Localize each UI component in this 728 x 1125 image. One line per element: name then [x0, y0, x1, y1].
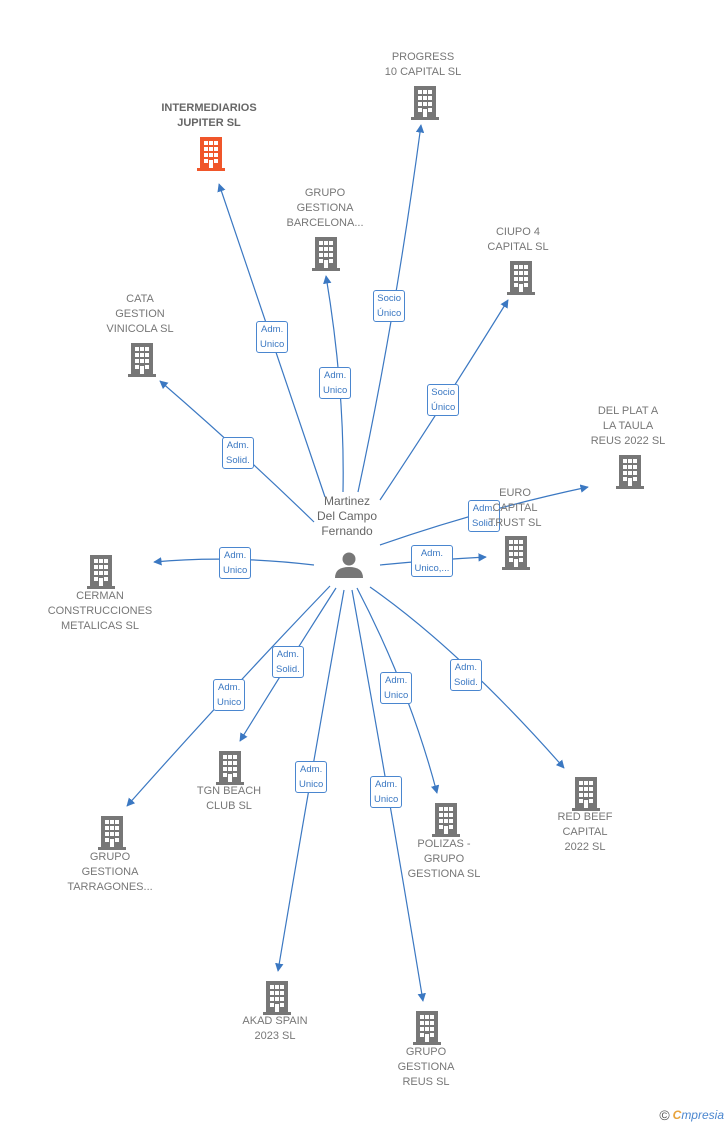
node-label-akad[interactable]: AKAD SPAIN 2023 SL [242, 1015, 308, 1042]
node-label-delplat[interactable]: DEL PLAT A LA TAULA REUS 2022 SL [590, 405, 666, 447]
node-label-ciupo[interactable]: CIUPO 4 CAPITAL SL [487, 226, 549, 253]
edge-label-redbeef[interactable]: Adm. Solid. [450, 659, 482, 691]
building-icon-grupo-tarragones[interactable] [98, 816, 126, 850]
building-icon-cerman[interactable] [87, 555, 115, 589]
node-label-grupo-tarragones[interactable]: GRUPO GESTIONA TARRAGONES... [67, 851, 153, 893]
building-icon-polizas[interactable] [432, 803, 460, 837]
building-icon-intermediarios[interactable] [197, 137, 225, 171]
building-icon-tgn[interactable] [216, 751, 244, 785]
edge-label-ciupo[interactable]: Socio Único [427, 384, 460, 416]
node-label-cata[interactable]: CATA GESTION VINICOLA SL [106, 293, 174, 335]
node-label-cerman[interactable]: CERMAN CONSTRUCCIONES METALICAS SL [47, 590, 153, 632]
node-label-polizas[interactable]: POLIZAS - GRUPO GESTIONA SL [407, 838, 481, 880]
edge-label-intermediarios[interactable]: Adm. Unico [256, 321, 289, 353]
node-label-intermediarios[interactable]: INTERMEDIARIOS JUPITER SL [161, 102, 257, 129]
edge-label-tgn[interactable]: Adm. Solid. [272, 646, 304, 678]
copyright-symbol: © [659, 1107, 670, 1123]
brand-logo[interactable]: Cmpresia [672, 1108, 724, 1122]
edge-label-polizas[interactable]: Adm. Unico [380, 672, 413, 704]
edge-label-euro[interactable]: Adm. Unico,... [410, 545, 454, 577]
building-icon-euro[interactable] [502, 536, 530, 570]
edge-label-cerman[interactable]: Adm. Unico [219, 547, 252, 579]
person-icon[interactable] [335, 552, 363, 579]
footer-brand: © Cmpresia [659, 1107, 724, 1123]
building-icon-grupo-barcelona[interactable] [312, 237, 340, 271]
center-person-name[interactable]: Martinez Del Campo Fernando [316, 494, 378, 538]
building-icon-delplat[interactable] [616, 455, 644, 489]
edge-label-delplat[interactable]: Adm. Solid. [468, 500, 500, 532]
building-icon-akad[interactable] [263, 981, 291, 1015]
node-label-tgn[interactable]: TGN BEACH CLUB SL [196, 785, 262, 812]
edge-label-grupo-barcelona[interactable]: Adm. Unico [319, 367, 352, 399]
building-icon-grupo-reus[interactable] [413, 1011, 441, 1045]
node-label-progress[interactable]: PROGRESS 10 CAPITAL SL [384, 51, 462, 78]
node-label-redbeef[interactable]: RED BEEF CAPITAL 2022 SL [557, 811, 613, 853]
building-icon-progress[interactable] [411, 86, 439, 120]
edge-label-grupo-tarragones[interactable]: Adm. Unico [213, 679, 246, 711]
edge-label-cata[interactable]: Adm. Solid. [222, 437, 254, 469]
edge-label-akad[interactable]: Adm. Unico [295, 761, 328, 793]
node-label-grupo-reus[interactable]: GRUPO GESTIONA REUS SL [397, 1046, 455, 1088]
node-label-euro[interactable]: EURO CAPITAL TRUST SL [488, 487, 542, 529]
building-icon-redbeef[interactable] [572, 777, 600, 811]
building-icon-cata[interactable] [128, 343, 156, 377]
node-label-grupo-barcelona[interactable]: GRUPO GESTIONA BARCELONA... [286, 187, 364, 229]
building-icon-ciupo[interactable] [507, 261, 535, 295]
edge-label-grupo-reus[interactable]: Adm. Unico [370, 776, 403, 808]
edge-label-progress[interactable]: Socio Único [373, 290, 406, 322]
